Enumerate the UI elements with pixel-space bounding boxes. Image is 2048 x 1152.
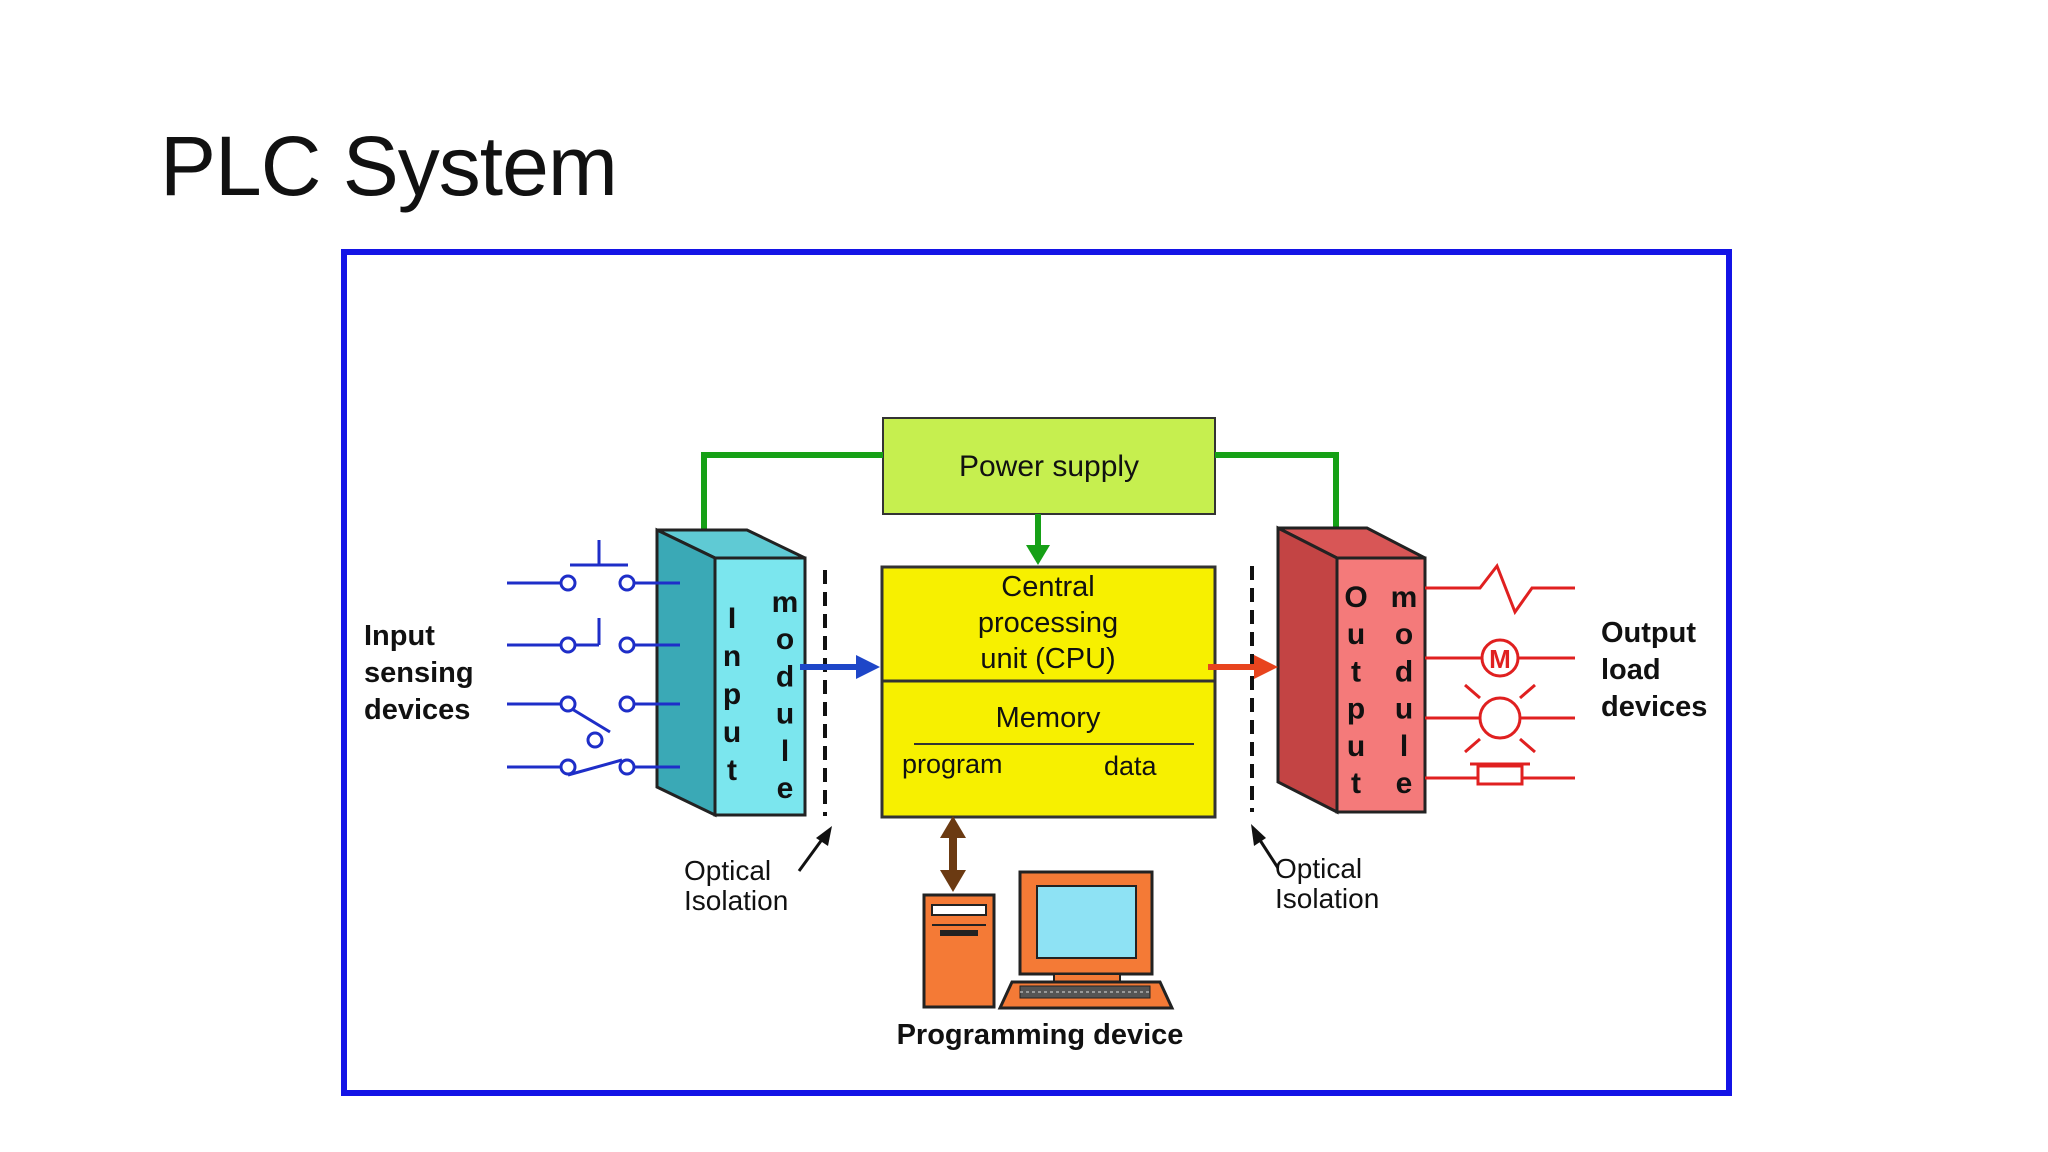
module-letter: o [776, 623, 794, 656]
svg-text:Optical: Optical [1275, 853, 1362, 884]
slide-title: PLC System [160, 119, 618, 213]
cpu-programming-link-arrow [940, 816, 966, 892]
module-letter: p [1347, 693, 1365, 726]
cpu-block: Central processing unit (CPU) Memory pro… [880, 565, 1217, 819]
output-module-word-output: Output [1344, 581, 1367, 800]
module-letter: u [776, 698, 794, 731]
svg-text:load: load [1601, 654, 1661, 686]
programming-device-label: Programming device [897, 1019, 1184, 1051]
module-letter: e [777, 772, 794, 805]
module-letter: u [723, 716, 741, 749]
memory-data-label: data [1104, 751, 1158, 781]
optical-isolation-label-left: Optical Isolation [684, 855, 788, 916]
memory-program-label: program [902, 749, 1003, 779]
svg-text:Isolation: Isolation [684, 885, 788, 916]
svg-text:Output: Output [1601, 617, 1696, 649]
optical-isolation-label-right: Optical Isolation [1275, 853, 1379, 914]
module-letter: d [776, 660, 794, 693]
power-supply-block: Power supply [882, 417, 1216, 515]
module-letter: l [1400, 730, 1408, 763]
module-letter: O [1344, 581, 1367, 614]
module-letter: d [1395, 655, 1413, 688]
module-letter: u [1395, 693, 1413, 726]
power-supply-label: Power supply [959, 450, 1139, 483]
cpu-label-line3: unit (CPU) [980, 643, 1115, 675]
module-letter: l [781, 735, 789, 768]
motor-symbol-label: M [1489, 644, 1511, 674]
memory-label: Memory [996, 702, 1101, 734]
svg-text:devices: devices [364, 694, 470, 726]
module-letter: e [1396, 767, 1413, 800]
module-letter: u [1347, 618, 1365, 651]
input-switch-symbols [507, 540, 680, 777]
optical-isolation-pointer-left [797, 826, 832, 872]
module-letter: o [1395, 618, 1413, 651]
cpu-label-line2: processing [978, 607, 1118, 639]
module-letter: t [1351, 655, 1361, 688]
programming-device-computer-icon [922, 870, 1175, 1010]
svg-text:Input: Input [364, 620, 435, 652]
module-letter: p [723, 678, 741, 711]
input-sensing-devices-label: Input sensing devices [364, 620, 474, 726]
module-letter: m [772, 586, 799, 619]
cpu-label-line1: Central [1001, 571, 1095, 603]
cpu-to-output-arrow [1208, 655, 1278, 679]
svg-text:Optical: Optical [684, 855, 771, 886]
svg-text:devices: devices [1601, 691, 1707, 723]
output-load-devices-label: Output load devices [1601, 617, 1707, 723]
module-letter: t [1351, 767, 1361, 800]
svg-text:sensing: sensing [364, 657, 474, 689]
power-lines [701, 452, 1339, 548]
module-letter: t [727, 754, 737, 787]
horn-icon [1476, 764, 1524, 786]
svg-text:Isolation: Isolation [1275, 883, 1379, 914]
output-load-symbols [1425, 562, 1575, 786]
module-letter: n [723, 640, 741, 673]
module-letter: u [1347, 730, 1365, 763]
input-module-word-input: Input [723, 602, 741, 787]
optical-isolation-pointer-right [1251, 824, 1280, 869]
module-letter: m [1391, 581, 1418, 614]
module-letter: I [728, 602, 736, 635]
input-to-cpu-arrow [800, 655, 880, 679]
